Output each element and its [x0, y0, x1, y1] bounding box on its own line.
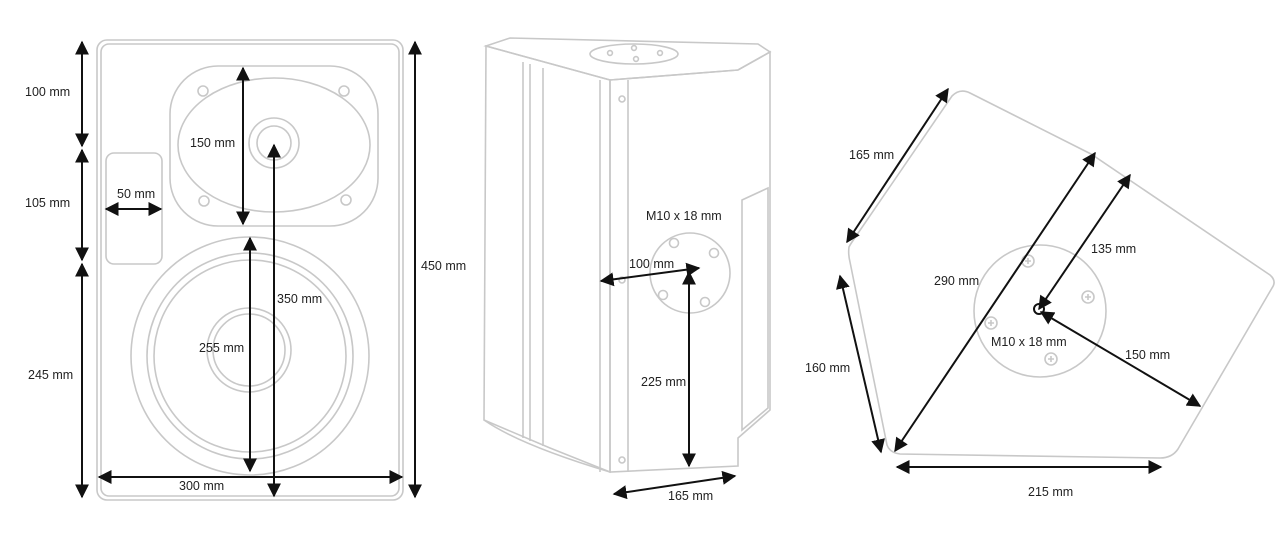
label-driver-span: 350 mm: [277, 292, 322, 306]
label-bottom-section: 245 mm: [28, 368, 73, 382]
cabinet-front-face: [483, 44, 611, 474]
label-mount-height: 225 mm: [641, 375, 686, 389]
label-depth: 165 mm: [668, 489, 713, 503]
label-left-edge: 160 mm: [805, 361, 850, 375]
bottom-mount-plate: [973, 244, 1107, 378]
top-mount-holes: [606, 44, 664, 63]
cabinet-bottom-curve: [483, 419, 611, 473]
label-port-width: 50 mm: [117, 187, 155, 201]
label-total-height: 450 mm: [421, 259, 466, 273]
dim-line-left-edge: [836, 274, 885, 454]
label-bottom-edge: 215 mm: [1028, 485, 1073, 499]
label-bottom-mount-thread: M10 x 18 mm: [991, 335, 1067, 349]
front-cabinet-outline: [96, 39, 404, 501]
label-to-corner: 150 mm: [1125, 348, 1170, 362]
side-handle-recess: [741, 186, 769, 432]
front-cabinet-inner: [100, 43, 400, 497]
bottom-view: 165 mm 160 mm 215 mm 290 mm 135 mm 150 m…: [805, 87, 1275, 499]
bottom-outline: [847, 90, 1275, 459]
label-diagonal: 290 mm: [934, 274, 979, 288]
label-mount-offset-front: 100 mm: [629, 257, 674, 271]
side-view: M10 x 18 mm 100 mm 225 mm 165 mm: [483, 37, 772, 503]
dim-line-depth: [612, 470, 737, 500]
label-top-section: 100 mm: [25, 85, 70, 99]
label-top-edge: 165 mm: [849, 148, 894, 162]
label-side-mount-thread: M10 x 18 mm: [646, 209, 722, 223]
dim-line-to-corner: [1039, 311, 1202, 407]
dim-line-top-edge: [846, 87, 949, 244]
horn-screws: [197, 85, 352, 207]
dim-line-plate-offset: [1038, 173, 1131, 311]
label-width: 300 mm: [179, 479, 224, 493]
front-view: 100 mm 105 mm 245 mm 450 mm 300 mm 50 mm…: [25, 39, 466, 501]
label-horn-height: 150 mm: [190, 136, 235, 150]
label-plate-offset: 135 mm: [1091, 242, 1136, 256]
dim-line-mount-offset-front: [599, 262, 701, 287]
label-mid-section: 105 mm: [25, 196, 70, 210]
label-woofer-diameter: 255 mm: [199, 341, 244, 355]
top-mount-plate: [589, 43, 679, 65]
